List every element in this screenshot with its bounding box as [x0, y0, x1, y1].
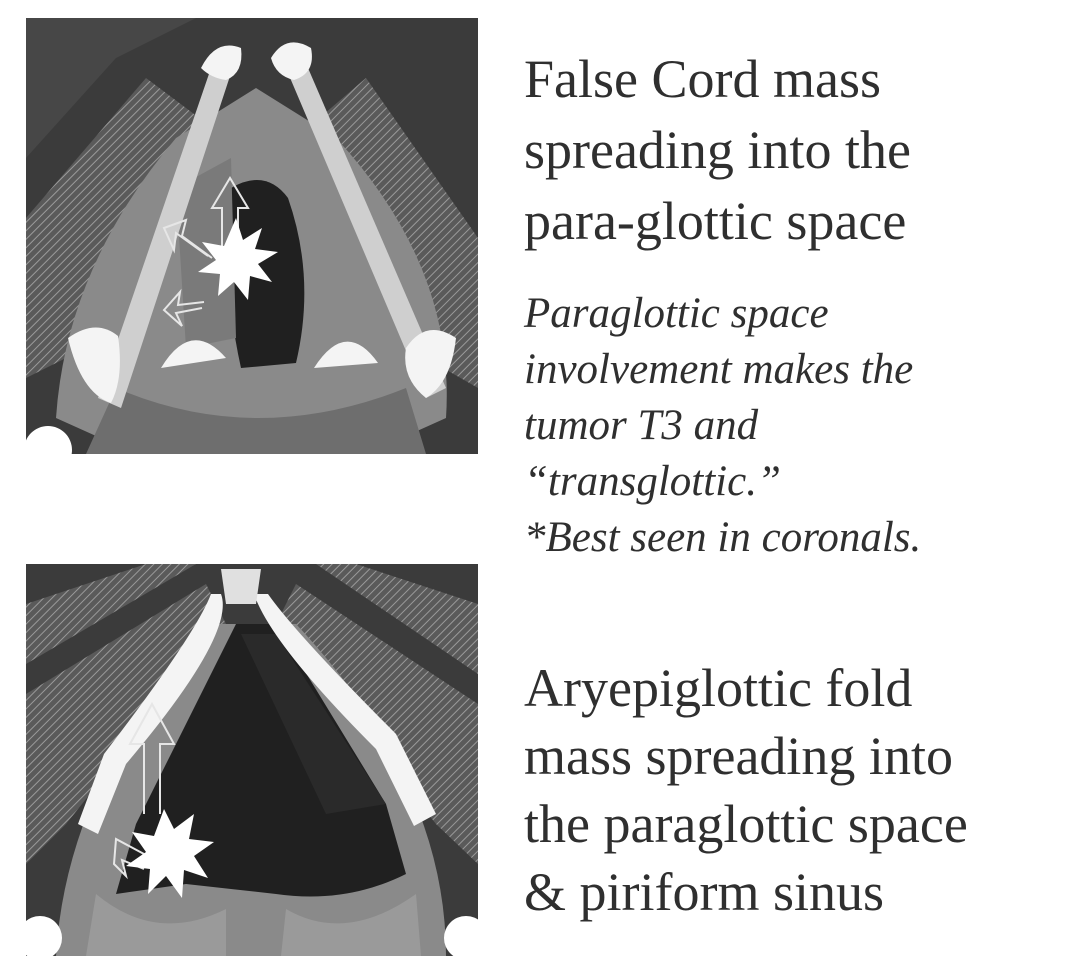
transglottic-note: Paraglottic space involvement makes the …: [524, 290, 922, 561]
starburst-icon: [126, 809, 214, 898]
aryepiglottic-fold-illustration: [26, 564, 478, 956]
starburst-icon: [198, 218, 278, 300]
arrow-up-icon: [210, 176, 250, 246]
top-caption: False Cord mass spreading into the para-…: [524, 49, 911, 251]
left-arytenoid: [161, 340, 226, 368]
arrow-left-icon: [112, 837, 145, 880]
right-cartilage-rod: [288, 68, 446, 398]
false-cord-illustration: [26, 18, 478, 454]
airway: [227, 180, 305, 368]
right-arytenoid: [314, 341, 378, 368]
bottom-caption: Aryepiglottic fold mass spreading into t…: [524, 658, 968, 922]
right-cartilage-band: [254, 594, 436, 826]
left-cartilage-rod: [98, 68, 231, 408]
arrow-left-icon: [162, 218, 213, 327]
left-cartilage-band: [78, 594, 223, 834]
arrow-up-icon: [128, 701, 176, 814]
